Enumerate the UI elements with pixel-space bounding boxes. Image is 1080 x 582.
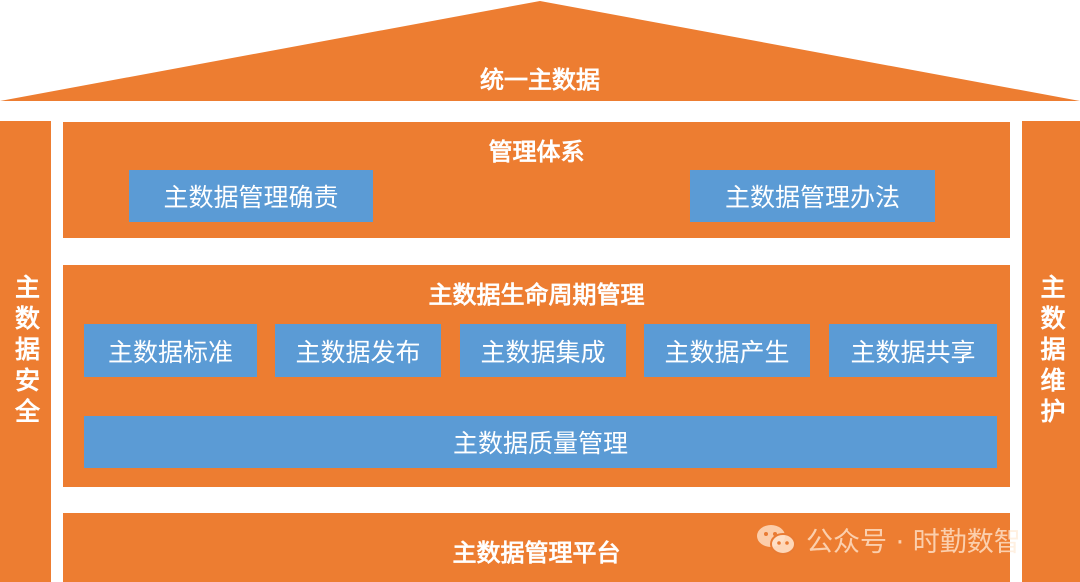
roof [0, 1, 1080, 101]
management-title: 管理体系 [488, 138, 585, 166]
management-item: 主数据管理办法 [690, 170, 935, 222]
lifecycle-item: 主数据共享 [829, 324, 997, 377]
left-pillar-label: 主数据安全 [11, 274, 41, 429]
lifecycle-title: 主数据生命周期管理 [428, 281, 645, 309]
management-item: 主数据管理确责 [129, 170, 373, 222]
right-pillar: 主数据维护 [1022, 121, 1080, 582]
wechat-icon [757, 524, 796, 555]
lifecycle-item: 主数据产生 [644, 324, 810, 377]
lifecycle-block: 主数据生命周期管理 主数据标准 主数据发布 主数据集成 主数据产生 主数据共享 … [63, 265, 1010, 487]
quality-management: 主数据质量管理 [84, 416, 997, 468]
platform-title: 主数据管理平台 [452, 539, 621, 567]
lifecycle-item: 主数据标准 [84, 324, 257, 377]
management-block: 管理体系 主数据管理确责 主数据管理办法 [63, 122, 1010, 238]
lifecycle-item: 主数据集成 [460, 324, 626, 377]
left-pillar: 主数据安全 [0, 121, 51, 582]
watermark: 公众号 · 时勤数智 [756, 520, 1021, 559]
platform-block: 主数据管理平台 [63, 513, 1010, 582]
watermark-text: 公众号 · 时勤数智 [806, 527, 1021, 558]
right-pillar-label: 主数据维护 [1037, 274, 1066, 429]
roof-title: 统一主数据 [480, 66, 600, 94]
lifecycle-item: 主数据发布 [275, 324, 441, 377]
